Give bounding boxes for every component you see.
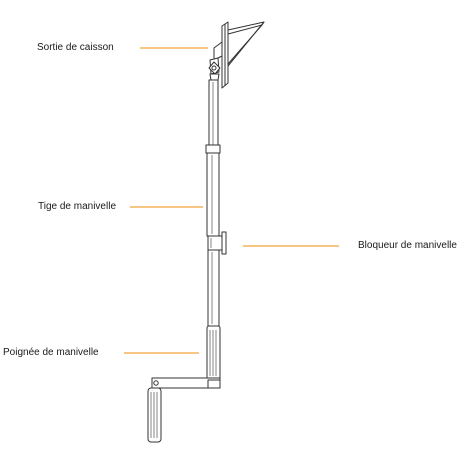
- crank-grip: [206, 325, 221, 381]
- label-sortie-de-caisson: Sortie de caisson: [37, 42, 114, 53]
- label-bloqueur-de-manivelle: Bloqueur de manivelle: [358, 240, 457, 251]
- coupling-sleeve: [205, 144, 221, 154]
- crank-handle-knob: [147, 387, 162, 443]
- outlet-plate: [221, 21, 265, 89]
- middle-tube: [206, 152, 220, 237]
- crank-arm: [151, 377, 221, 389]
- label-tige-de-manivelle: Tige de manivelle: [38, 201, 117, 212]
- upper-tube: [208, 79, 219, 151]
- universal-joint: [208, 41, 223, 81]
- label-poignee-de-manivelle: Poignée de manivelle: [3, 347, 99, 358]
- leader-lines: [124, 47, 339, 354]
- lower-tube: [207, 249, 220, 327]
